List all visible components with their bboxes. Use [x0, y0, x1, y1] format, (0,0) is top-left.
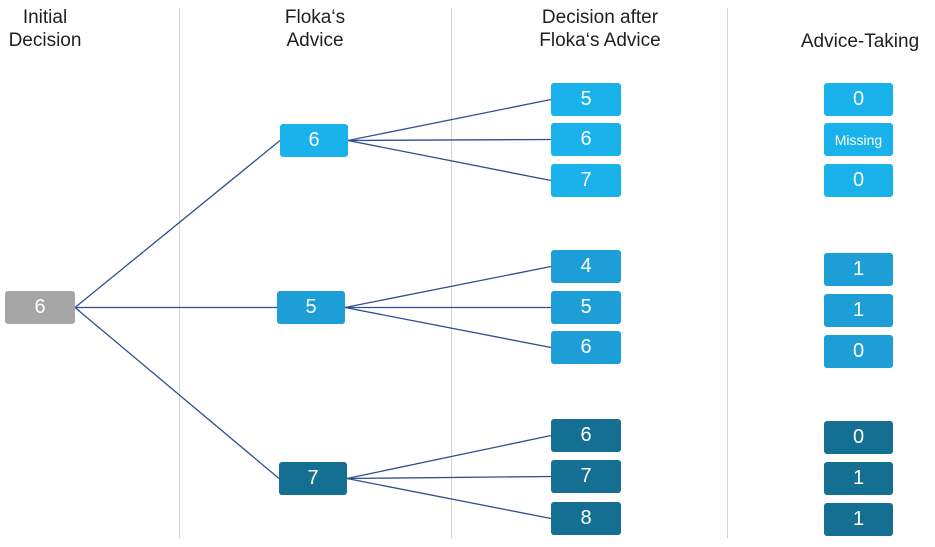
header-flokas-advice: Floka‘s Advice [284, 7, 346, 51]
header-advice-taking: Advice-Taking [800, 31, 920, 52]
header-initial-decision: Initial Decision [8, 7, 82, 51]
decision-node: 4 [551, 250, 621, 283]
decision-node: 5 [551, 291, 621, 324]
decision-node: 8 [551, 502, 621, 535]
advice-taking-node: 1 [824, 462, 893, 495]
connector-line [346, 475, 552, 480]
decision-node: 6 [551, 419, 621, 452]
advice-taking-node: 0 [824, 83, 893, 116]
advice-taking-node: 1 [824, 294, 893, 327]
advice-node: 7 [279, 462, 347, 495]
connector-line [347, 139, 552, 182]
advice-taking-node: 0 [824, 421, 893, 454]
column-divider [179, 8, 180, 538]
connector-line [74, 307, 280, 479]
advice-taking-node: 0 [824, 335, 893, 368]
decision-node: 6 [551, 331, 621, 364]
connector-line [74, 139, 281, 309]
initial-decision-node: 6 [5, 291, 75, 324]
advice-taking-node: 0 [824, 164, 893, 197]
decision-node: 5 [551, 83, 621, 116]
decision-node: 7 [551, 460, 621, 493]
advice-taking-node: 1 [824, 253, 893, 286]
decision-node: 6 [551, 123, 621, 156]
connector-line [346, 434, 552, 480]
advice-taking-node: Missing [824, 123, 893, 156]
decision-node: 7 [551, 164, 621, 197]
advice-taking-node: 1 [824, 503, 893, 536]
header-decision-after-advice: Decision after Floka‘s Advice [539, 7, 661, 51]
connector-line [344, 265, 552, 309]
connector-line [347, 138, 552, 142]
connector-line [344, 306, 552, 349]
advice-node: 5 [277, 291, 345, 324]
connector-line [347, 98, 552, 142]
column-divider [451, 8, 452, 538]
advice-node: 6 [280, 124, 348, 157]
column-divider [727, 8, 728, 538]
connector-line [346, 477, 552, 520]
